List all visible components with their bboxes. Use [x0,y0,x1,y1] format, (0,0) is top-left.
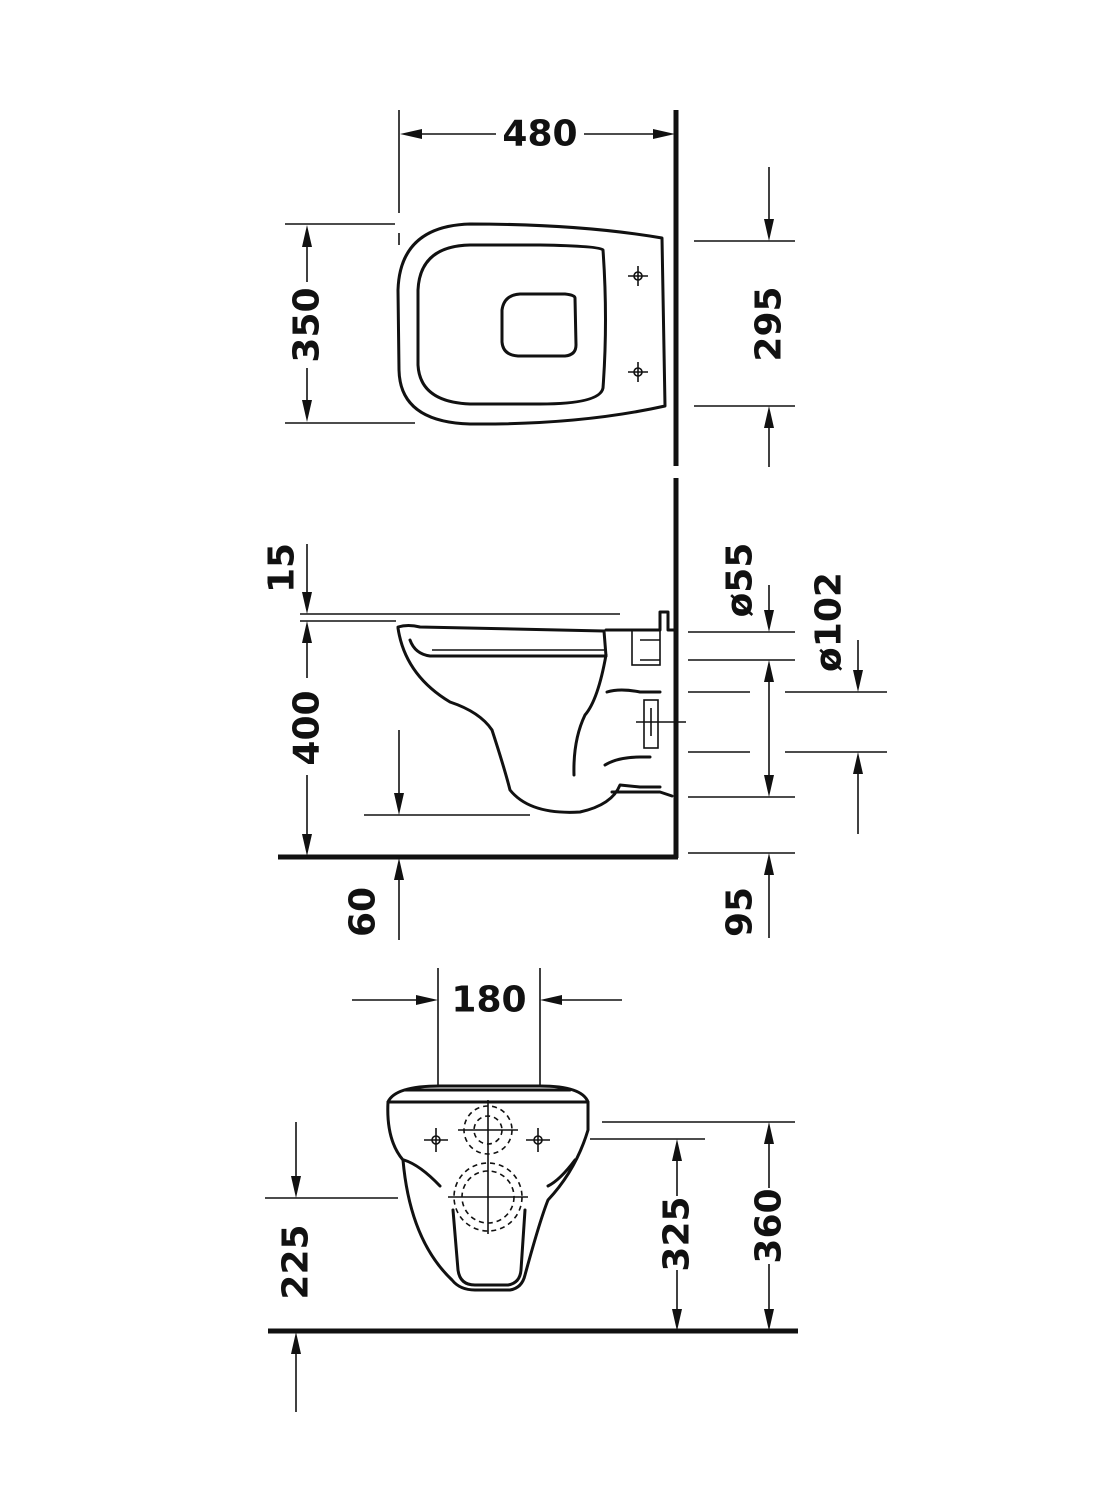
side-view: 15 400 60 ø55 ø102 [262,478,887,940]
top-view-fixing-mark-2 [628,362,648,382]
side-view-rim-height-label: 400 [287,690,328,765]
front-view-inlet [458,1100,518,1160]
top-view-fixing-spacing-label: 295 [749,286,790,361]
front-view-fixing-mark-2 [526,1128,550,1152]
side-view-trap [572,653,608,777]
front-view-inlet-height-label: 325 [657,1196,698,1271]
front-view-fixing-height-label: 360 [749,1188,790,1263]
side-view-seat [396,624,608,658]
top-view: 480 350 295 [285,110,795,467]
side-view-bowl-profile [396,626,662,814]
side-view-outlet-diameter-label: ø102 [809,572,850,672]
side-view-outlet-height-label: 95 [720,887,761,937]
top-view-depth-label: 480 [502,114,577,155]
top-view-seat-inner [416,243,607,406]
top-view-bowl-opening [500,292,578,358]
side-view-seat-thickness-label: 15 [262,543,303,593]
front-view-fixing-mark-1 [424,1128,448,1152]
top-view-width-label: 350 [287,287,328,362]
front-view-bowl [386,1100,590,1292]
front-view-outlet-width-label: 180 [451,980,526,1021]
top-view-bowl-outline [396,222,667,426]
front-view-outlet [448,1160,528,1234]
side-view-inlet-diameter-label: ø55 [720,543,761,618]
front-view: 180 [265,968,798,1412]
front-view-outlet-center-height-label: 225 [276,1224,317,1299]
top-view-fixing-mark-1 [628,266,648,286]
front-view-seat [386,1084,590,1104]
side-view-floor-offset-label: 60 [343,887,384,937]
